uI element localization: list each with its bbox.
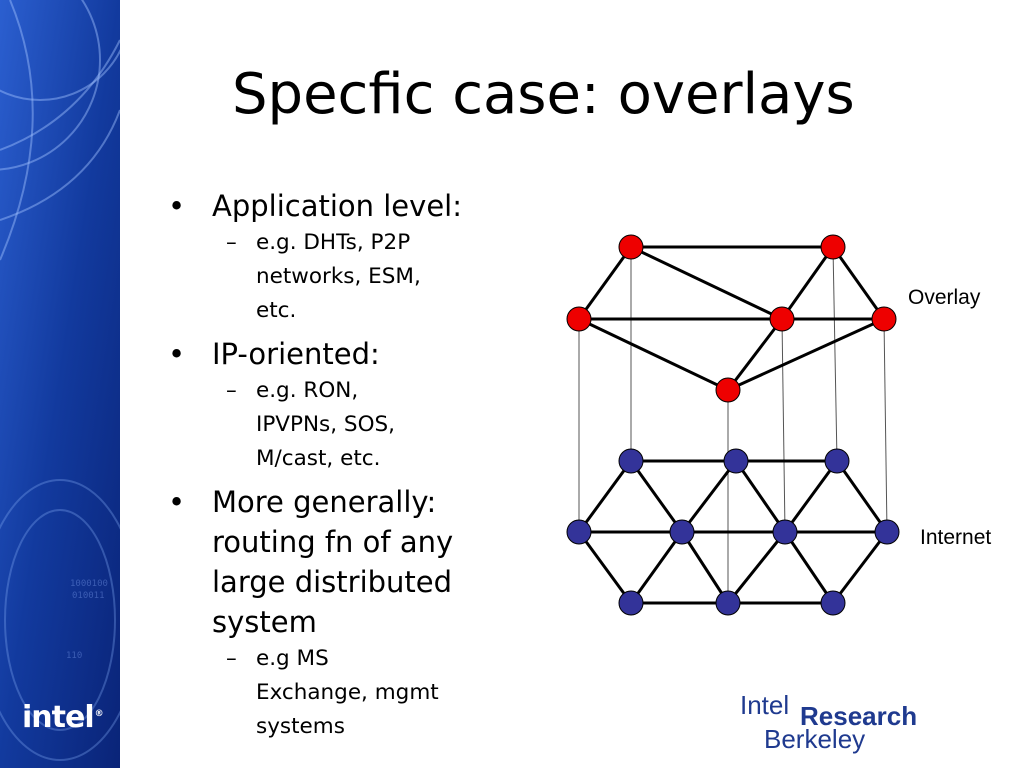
bullet-glyph: • xyxy=(168,189,186,223)
internet-edge xyxy=(734,460,787,533)
internet-node xyxy=(618,448,644,474)
sidebar-decoration: 1000100 010011 110 intel® xyxy=(0,0,120,768)
internet-node xyxy=(820,590,846,616)
sub-bullet-text: e.g. DHTs, P2P networks, ESM, etc. xyxy=(256,230,421,323)
internet-edge xyxy=(680,460,738,533)
bullet-item: • IP-oriented: xyxy=(168,334,538,374)
slide-title: Specfic case: overlays xyxy=(232,62,855,127)
overlay-edge xyxy=(577,246,633,320)
bullet-text: IP-oriented: xyxy=(212,337,380,371)
sub-bullet-item: – e.g. DHTs, P2P networks, ESM, etc. xyxy=(168,226,446,328)
overlay-edge xyxy=(630,245,783,321)
sub-bullet-glyph: – xyxy=(226,646,237,671)
overlay-node xyxy=(715,377,741,403)
overlay-edge xyxy=(727,317,885,392)
internet-node xyxy=(772,519,798,545)
svg-text:110: 110 xyxy=(66,651,82,661)
logo-line-intel: Intel xyxy=(740,690,790,720)
internet-edge xyxy=(835,460,889,533)
sub-bullet-text: e.g. RON, IPVPNs, SOS, M/cast, etc. xyxy=(256,378,395,471)
vertical-link xyxy=(781,318,786,533)
internet-edge xyxy=(783,460,839,533)
internet-node xyxy=(566,519,592,545)
internet-edge xyxy=(831,531,889,604)
svg-text:010011: 010011 xyxy=(72,591,105,601)
internet-edge xyxy=(783,531,835,604)
overlay-edge xyxy=(578,317,729,392)
internet-node xyxy=(618,590,644,616)
bullet-glyph: • xyxy=(168,337,186,371)
sub-bullet-glyph: – xyxy=(226,230,237,255)
network-edges xyxy=(577,245,889,605)
internet-label: Internet xyxy=(920,526,991,549)
registered-mark: ® xyxy=(94,709,104,719)
internet-edge xyxy=(726,531,787,604)
sub-bullet-item: – e.g. RON, IPVPNs, SOS, M/cast, etc. xyxy=(168,374,436,476)
svg-text:1000100: 1000100 xyxy=(70,579,108,589)
sub-bullet-glyph: – xyxy=(226,378,237,403)
internet-node xyxy=(715,590,741,616)
bullet-text: More generally: routing fn of any large … xyxy=(212,485,454,639)
logo-line-berkeley: Berkeley xyxy=(764,724,866,754)
internet-node xyxy=(723,448,749,474)
vertical-mapping-links xyxy=(578,246,888,603)
internet-edge xyxy=(577,460,633,533)
intel-logo-text: intel xyxy=(22,700,95,735)
overlay-node xyxy=(769,306,795,332)
sub-bullet-item: – e.g MS Exchange, mgmt systems xyxy=(168,642,446,744)
overlay-edge xyxy=(831,246,886,320)
internet-edge xyxy=(629,531,684,604)
bullet-glyph: • xyxy=(168,485,186,519)
internet-node xyxy=(824,448,850,474)
internet-edge xyxy=(629,460,684,533)
vertical-link xyxy=(832,246,838,462)
sidebar-background: 1000100 010011 110 xyxy=(0,0,120,768)
internet-edge xyxy=(680,531,730,604)
overlay-edge xyxy=(726,318,784,391)
overlay-node xyxy=(871,306,897,332)
overlay-label: Overlay xyxy=(908,286,981,309)
vertical-link xyxy=(883,318,888,533)
internet-node xyxy=(874,519,900,545)
overlay-node xyxy=(820,234,846,260)
bullet-list: • Application level: – e.g. DHTs, P2P ne… xyxy=(168,186,538,750)
internet-node xyxy=(669,519,695,545)
internet-edge xyxy=(577,531,633,604)
bullet-text: Application level: xyxy=(212,189,462,223)
bullet-item: • More generally: routing fn of any larg… xyxy=(168,482,472,642)
overlay-node xyxy=(618,234,644,260)
sub-bullet-text: e.g MS Exchange, mgmt systems xyxy=(256,646,439,739)
bullet-item: • Application level: xyxy=(168,186,538,226)
logo-line-research: Research xyxy=(800,701,918,731)
intel-logo: intel® xyxy=(22,700,104,735)
overlay-edge xyxy=(780,246,835,320)
overlay-node xyxy=(566,306,592,332)
network-nodes xyxy=(566,234,900,616)
